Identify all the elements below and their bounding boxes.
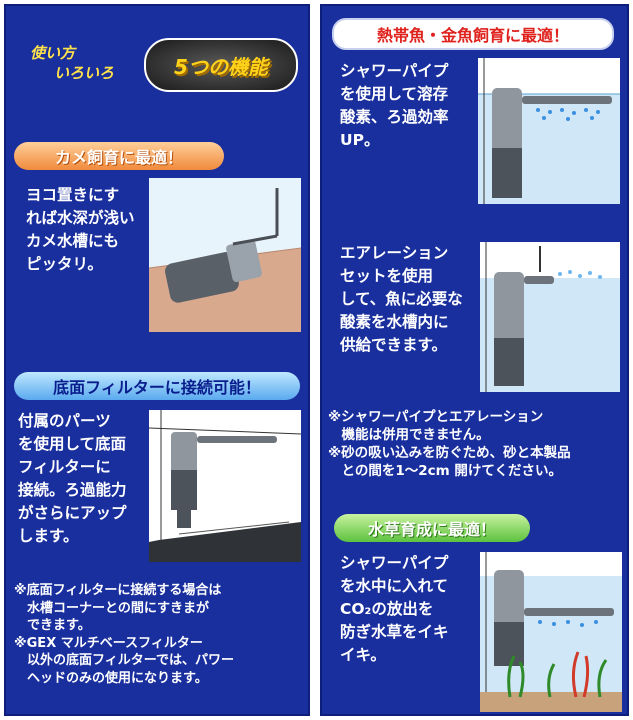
turtle-tank-picture	[149, 178, 301, 332]
header-line1: 使い方	[30, 44, 76, 62]
functions-badge-label: 5つの機能	[174, 54, 268, 79]
bottom-filter-title: 底面フィルターに接続可能！	[14, 372, 300, 400]
tropical-body-shower: シャワーパイプ を使用して溶存 酸素、ろ過効率 UP。	[340, 62, 449, 149]
right-panel: 熱帯魚・金魚飼育に最適！ シャワーパイプ を使用して溶存 酸素、ろ過効率 UP。…	[320, 4, 629, 716]
header-line2: いろいろ	[54, 64, 115, 82]
plants-illustration	[480, 552, 622, 712]
plants-title: 水草育成に最適！	[334, 514, 530, 542]
functions-badge: 5つの機能	[144, 38, 298, 92]
plants-picture	[480, 552, 622, 712]
tropical-notes: ※シャワーパイプとエアレーション 機能は併用できません。 ※砂の吸い込みを防ぐた…	[328, 409, 571, 479]
turtle-body: ヨコ置きにす れば水深が浅い カメ水槽にも ピッタリ。	[26, 186, 135, 273]
aeration-illustration	[480, 242, 620, 392]
turtle-illustration	[149, 178, 301, 332]
bottom-filter-picture	[149, 410, 301, 562]
shower-pipe-picture	[478, 58, 620, 204]
shower-pipe-illustration	[478, 58, 620, 204]
bottom-filter-body: 付属のパーツ を使用して底面 フィルターに 接続。ろ過能力 がさらにアップ しま…	[18, 412, 127, 545]
plants-body: シャワーパイプ を水中に入れて CO₂の放出を 防ぎ水草をイキ イキ。	[340, 554, 449, 664]
tropical-title: 熱帯魚・金魚飼育に最適！	[332, 18, 614, 50]
tropical-body-aeration: エアレーション セットを使用 して、魚に必要な 酸素を水槽内に 供給できます。	[340, 244, 463, 354]
aeration-picture	[480, 242, 620, 392]
bottom-filter-illustration	[149, 410, 301, 562]
left-panel: 使い方 いろいろ 5つの機能 カメ飼育に最適！ ヨコ置きにす れば水深が浅い カ…	[4, 4, 310, 716]
bottom-filter-notes: ※底面フィルターに接続する場合は 水槽コーナーとの間にすきまが できます。 ※G…	[14, 583, 234, 686]
turtle-title: カメ飼育に最適！	[14, 142, 224, 170]
